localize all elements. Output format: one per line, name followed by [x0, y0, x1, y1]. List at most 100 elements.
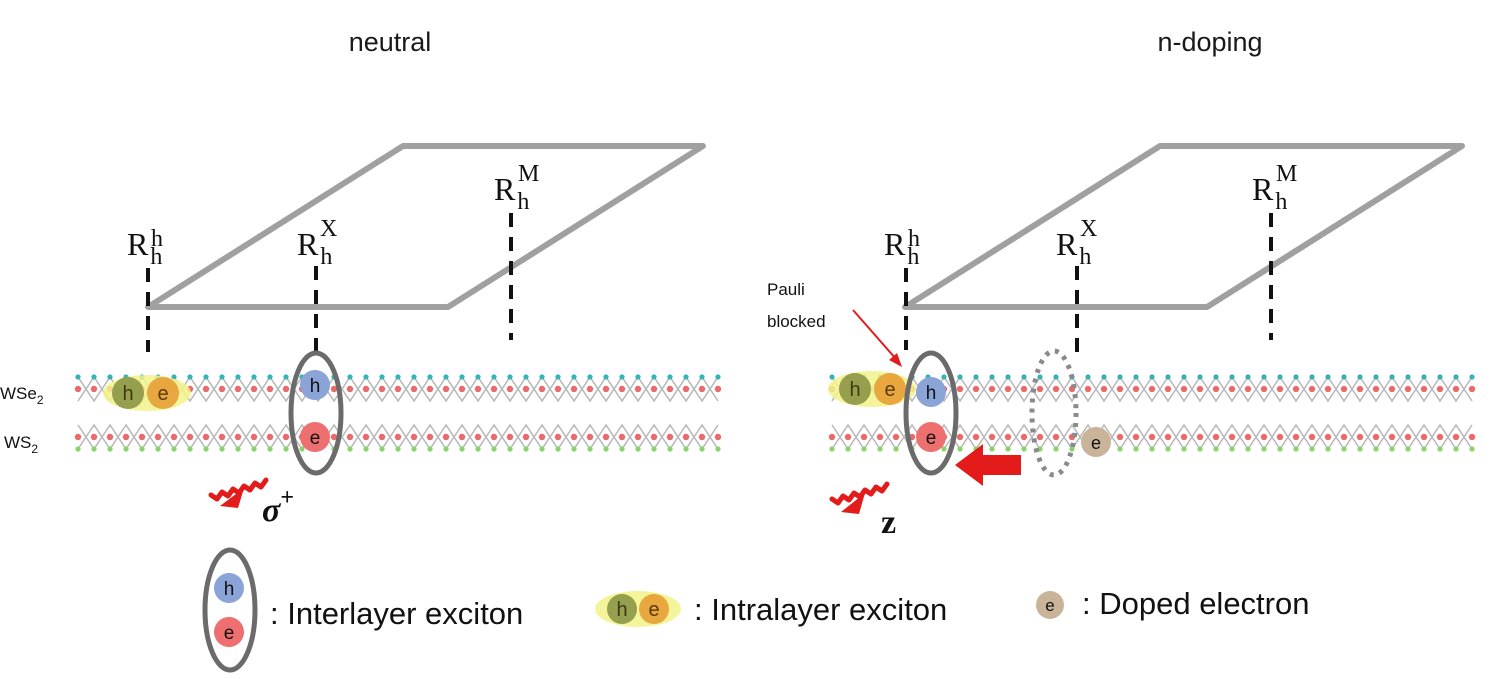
legend-doped-electron: e : Doped electron [1036, 586, 1309, 621]
chalcogen-atom [523, 374, 529, 380]
metal-atom [426, 385, 434, 393]
svg-text:Rh: Rh [494, 171, 529, 215]
intralayer-exciton: h e [828, 371, 916, 407]
metal-atom [1004, 433, 1012, 441]
chalcogen-atom [251, 374, 257, 380]
metal-atom [1468, 433, 1476, 441]
metal-atom [378, 385, 386, 393]
metal-atom [1452, 385, 1460, 393]
chalcogen-atom [877, 446, 883, 452]
metal-atom [106, 433, 114, 441]
metal-atom [458, 385, 466, 393]
chalcogen-atom [1101, 374, 1107, 380]
chalcogen-atom [1389, 446, 1395, 452]
metal-atom [1100, 385, 1108, 393]
svg-text:h: h [310, 376, 321, 397]
chalcogen-atom [299, 446, 305, 452]
interlayer-exciton: h e [903, 350, 959, 476]
svg-text:Rh: Rh [884, 226, 919, 270]
chalcogen-atom [1357, 374, 1363, 380]
metal-atom [1004, 385, 1012, 393]
chalcogen-atom [1005, 446, 1011, 452]
metal-atom [1052, 433, 1060, 441]
chalcogen-atom [667, 374, 673, 380]
metal-atom [234, 385, 242, 393]
chalcogen-atom [491, 374, 497, 380]
interlayer-electron [916, 422, 946, 452]
metal-atom [186, 433, 194, 441]
metal-atom [90, 385, 98, 393]
chalcogen-atom [459, 446, 465, 452]
chalcogen-atom [1293, 446, 1299, 452]
metal-atom [828, 433, 836, 441]
metal-atom [250, 433, 258, 441]
metal-atom [1324, 433, 1332, 441]
chalcogen-atom [587, 374, 593, 380]
interlayer-hole [300, 370, 330, 400]
metal-atom [1404, 385, 1412, 393]
chalcogen-atom [411, 446, 417, 452]
metal-atom [1148, 433, 1156, 441]
svg-text:e: e [157, 383, 168, 405]
chalcogen-atom [203, 374, 209, 380]
metal-atom [506, 433, 514, 441]
pauli-pointer-arrow [852, 309, 902, 367]
pauli-blocked-label-line2: blocked [767, 312, 826, 331]
chalcogen-atom [187, 374, 193, 380]
chalcogen-atom [1421, 374, 1427, 380]
metal-atom [202, 433, 210, 441]
chalcogen-atom [523, 446, 529, 452]
metal-atom [1244, 385, 1252, 393]
emission-arrow [208, 477, 269, 508]
chalcogen-atom [1229, 446, 1235, 452]
chalcogen-atom [267, 446, 273, 452]
metal-atom [1292, 433, 1300, 441]
svg-text:h: h [122, 383, 133, 405]
metal-atom [1436, 433, 1444, 441]
metal-atom [490, 433, 498, 441]
chalcogen-atom [411, 374, 417, 380]
chalcogen-atom [1469, 374, 1475, 380]
moire-cell-frame [145, 143, 706, 310]
metal-atom [1052, 385, 1060, 393]
chalcogen-atom [283, 374, 289, 380]
chalcogen-atom [1341, 374, 1347, 380]
chalcogen-atom [683, 446, 689, 452]
metal-atom [490, 385, 498, 393]
chalcogen-atom [1453, 374, 1459, 380]
metal-atom [442, 385, 450, 393]
site-markers [904, 213, 1273, 352]
chalcogen-atom [539, 374, 545, 380]
chalcogen-atom [363, 446, 369, 452]
metal-atom [250, 385, 258, 393]
chalcogen-atom [699, 446, 705, 452]
metal-atom [892, 433, 900, 441]
metal-atom [698, 385, 706, 393]
metal-atom [1340, 433, 1348, 441]
metal-atom [586, 385, 594, 393]
svg-text:h: h [908, 226, 920, 252]
metal-atom [90, 433, 98, 441]
metal-atom [282, 433, 290, 441]
metal-atom [282, 385, 290, 393]
chalcogen-atom [587, 446, 593, 452]
metal-atom [1164, 385, 1172, 393]
metal-atom [442, 433, 450, 441]
chalcogen-atom [347, 374, 353, 380]
polarization-label-z: z [881, 504, 896, 541]
empty-exciton-site [1029, 348, 1079, 478]
metal-atom [1308, 385, 1316, 393]
legend-interlayer-exciton: h e : Interlayer exciton [202, 547, 523, 673]
metal-atom [570, 433, 578, 441]
chalcogen-atom [123, 446, 129, 452]
chalcogen-atom [1309, 374, 1315, 380]
svg-text:h: h [926, 383, 937, 404]
chalcogen-atom [555, 446, 561, 452]
chalcogen-atom [107, 374, 113, 380]
metal-atom [1276, 385, 1284, 393]
chalcogen-atom [571, 446, 577, 452]
chalcogen-atom [475, 446, 481, 452]
svg-text:Rh: Rh [297, 226, 332, 270]
chalcogen-atom [1053, 374, 1059, 380]
